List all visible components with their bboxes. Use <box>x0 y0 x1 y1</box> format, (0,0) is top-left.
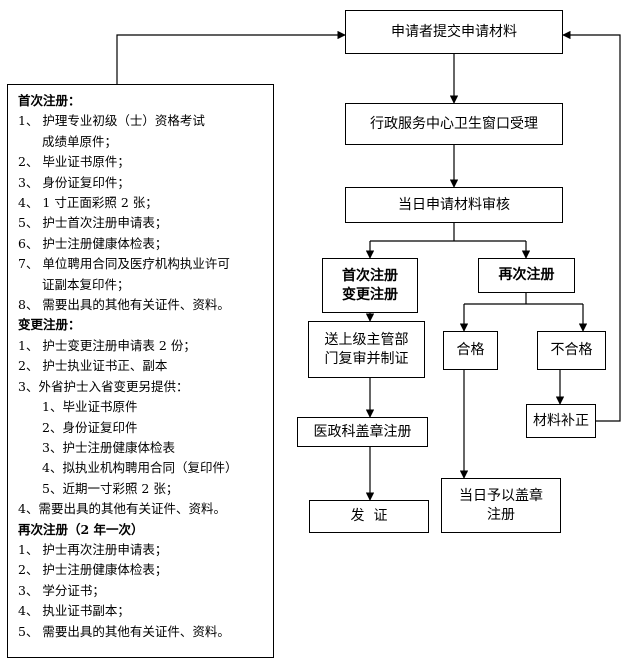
renew-item-2: 2、 护士注册健康体检表； <box>18 562 168 578</box>
same-day-stamp-line-1: 当日予以盖章 <box>459 487 543 504</box>
supplement-materials-label: 材料补正 <box>533 412 589 429</box>
change-registration-label: 变更注册 <box>342 286 398 303</box>
first-item-1-cont: 成绩单原件； <box>42 133 118 149</box>
change-subitem-3: 3、护士注册健康体检表 <box>42 439 175 455</box>
stamp-registration-box: 医政科盖章注册 <box>297 417 428 447</box>
arrow-requirements-to-submit <box>116 30 346 84</box>
unqualified-box: 不合格 <box>537 331 606 370</box>
submit-application-box: 申请者提交申请材料 <box>345 10 563 54</box>
first-item-6: 6、 护士注册健康体检表； <box>18 235 168 251</box>
window-acceptance-box: 行政服务中心卫生窗口受理 <box>345 103 563 145</box>
renew-registration-label: 再次注册 <box>498 267 555 284</box>
submit-application-label: 申请者提交申请材料 <box>391 23 517 40</box>
issue-certificate-box: 发 证 <box>309 500 429 533</box>
first-item-5: 5、 护士首次注册申请表； <box>18 215 168 231</box>
renew-item-1: 1、 护士再次注册申请表； <box>18 541 168 557</box>
first-item-3: 3、 身份证复印件； <box>18 174 130 190</box>
first-registration-heading: 首次注册： <box>18 93 81 108</box>
change-item-1: 1、 护士变更注册申请表 2 份； <box>18 337 196 353</box>
change-subitem-1: 1、毕业证书原件 <box>42 399 138 415</box>
change-subitem-5: 5、近期一寸彩照 2 张； <box>42 480 179 496</box>
first-item-8: 8、 需要出具的其他有关证件、资料。 <box>18 297 230 313</box>
renew-item-4: 4、 执业证书副本； <box>18 603 130 619</box>
change-subitem-4: 4、拟执业机构聘用合同（复印件） <box>42 460 238 476</box>
arrow-supplement-to-submit <box>562 30 621 422</box>
same-day-stamp-box: 当日予以盖章 注册 <box>441 478 561 533</box>
renew-registration-heading: 再次注册（2 年一次） <box>18 521 144 537</box>
issue-certificate-label: 发 证 <box>350 508 388 525</box>
renew-item-3: 3、 学分证书； <box>18 582 105 598</box>
first-item-2: 2、 毕业证书原件； <box>18 154 130 170</box>
first-item-7-cont: 证副本复印件； <box>42 276 130 292</box>
same-day-stamp-line-2: 注册 <box>487 506 515 523</box>
stamp-registration-label: 医政科盖章注册 <box>313 423 412 440</box>
first-registration-label: 首次注册 <box>342 267 398 284</box>
send-up-line-1: 送上级主管部 <box>324 331 409 348</box>
send-up-review-box: 送上级主管部 门复审并制证 <box>308 321 425 378</box>
qualified-box: 合格 <box>443 331 498 370</box>
first-item-4: 4、 1 寸正面彩照 2 张； <box>18 195 158 211</box>
change-item-2: 2、 护士执业证书正、副本 <box>18 358 168 374</box>
change-item-4: 4、需要出具的其他有关证件、资料。 <box>18 501 226 517</box>
supplement-materials-box: 材料补正 <box>526 404 596 438</box>
window-acceptance-label: 行政服务中心卫生窗口受理 <box>370 115 538 132</box>
same-day-review-label: 当日申请材料审核 <box>398 196 510 213</box>
unqualified-label: 不合格 <box>550 342 593 359</box>
renew-item-5: 5、 需要出具的其他有关证件、资料。 <box>18 623 230 639</box>
same-day-review-box: 当日申请材料审核 <box>345 187 563 223</box>
first-item-1: 1、 护理专业初级（士）资格考试 <box>18 113 205 129</box>
qualified-label: 合格 <box>456 342 485 359</box>
change-item-3: 3、外省护士入省变更另提供： <box>18 378 189 394</box>
change-subitem-2: 2、身份证复印件 <box>42 419 138 435</box>
change-registration-heading: 变更注册： <box>18 317 81 333</box>
first-change-registration-box: 首次注册 变更注册 <box>322 258 418 313</box>
renew-registration-box: 再次注册 <box>478 258 575 293</box>
requirements-box: 首次注册： 1、 护理专业初级（士）资格考试 成绩单原件； 2、 毕业证书原件；… <box>7 84 274 658</box>
first-item-7: 7、 单位聘用合同及医疗机构执业许可 <box>18 256 230 272</box>
send-up-line-2: 门复审并制证 <box>324 350 409 367</box>
